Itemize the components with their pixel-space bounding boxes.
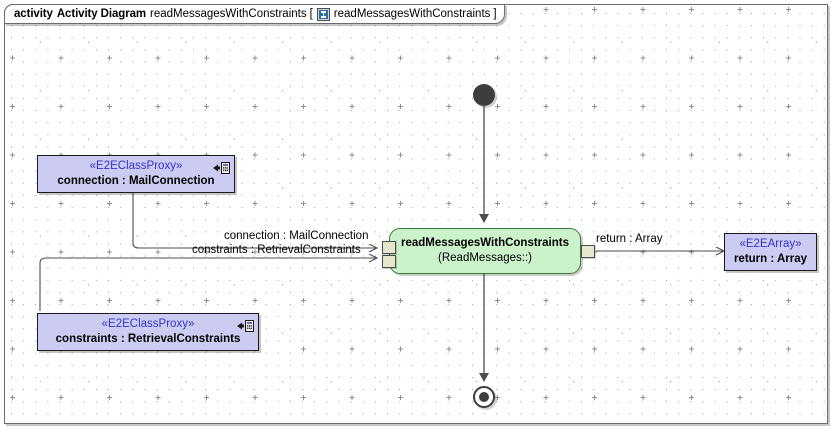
edge-label-constraints: constraints : RetrievalConstraints — [192, 244, 361, 256]
object-node-constraints-name: constraints : RetrievalConstraints — [55, 333, 241, 345]
input-pin-connection[interactable] — [382, 241, 396, 254]
diagram-frame — [4, 4, 828, 424]
object-node-return-name: return : Array — [733, 253, 808, 265]
object-node-return-stereotype: «E2EArray» — [739, 238, 802, 250]
object-node-return[interactable]: «E2EArray» return : Array — [724, 233, 817, 271]
initial-node[interactable] — [473, 84, 495, 106]
frame-tab-header: activity Activity Diagram readMessagesWi… — [4, 4, 505, 24]
object-node-constraints-stereotype: «E2EClassProxy» — [101, 318, 195, 330]
frame-bracket-close: ] — [493, 8, 497, 20]
object-node-connection-stereotype: «E2EClassProxy» — [89, 160, 183, 172]
object-node-connection[interactable]: «E2EClassProxy» connection : MailConnect… — [37, 155, 235, 193]
action-node-title: readMessagesWithConstraints — [401, 237, 569, 249]
frame-diagram-name: readMessagesWithConstraints — [150, 8, 307, 20]
final-node-center — [479, 392, 489, 402]
class-proxy-icon — [237, 319, 254, 332]
activity-final-node[interactable] — [473, 386, 495, 408]
action-node-subtitle: (ReadMessages::) — [438, 252, 532, 264]
object-node-constraints[interactable]: «E2EClassProxy» constraints : RetrievalC… — [37, 313, 259, 351]
edge-label-connection: connection : MailConnection — [224, 230, 369, 242]
output-pin-return[interactable] — [581, 245, 595, 258]
edge-label-return: return : Array — [596, 233, 663, 245]
input-pin-constraints[interactable] — [382, 255, 396, 268]
object-node-connection-name: connection : MailConnection — [57, 175, 215, 187]
frame-type-label: Activity Diagram — [56, 8, 146, 20]
frame-inner-name: readMessagesWithConstraints — [333, 8, 491, 20]
class-proxy-icon — [213, 161, 230, 174]
activity-diagram-icon — [316, 7, 330, 21]
frame-keyword: activity — [14, 8, 53, 20]
action-node-read-messages-with-constraints[interactable]: readMessagesWithConstraints (ReadMessage… — [389, 228, 581, 274]
frame-bracket-open: [ — [309, 8, 313, 20]
